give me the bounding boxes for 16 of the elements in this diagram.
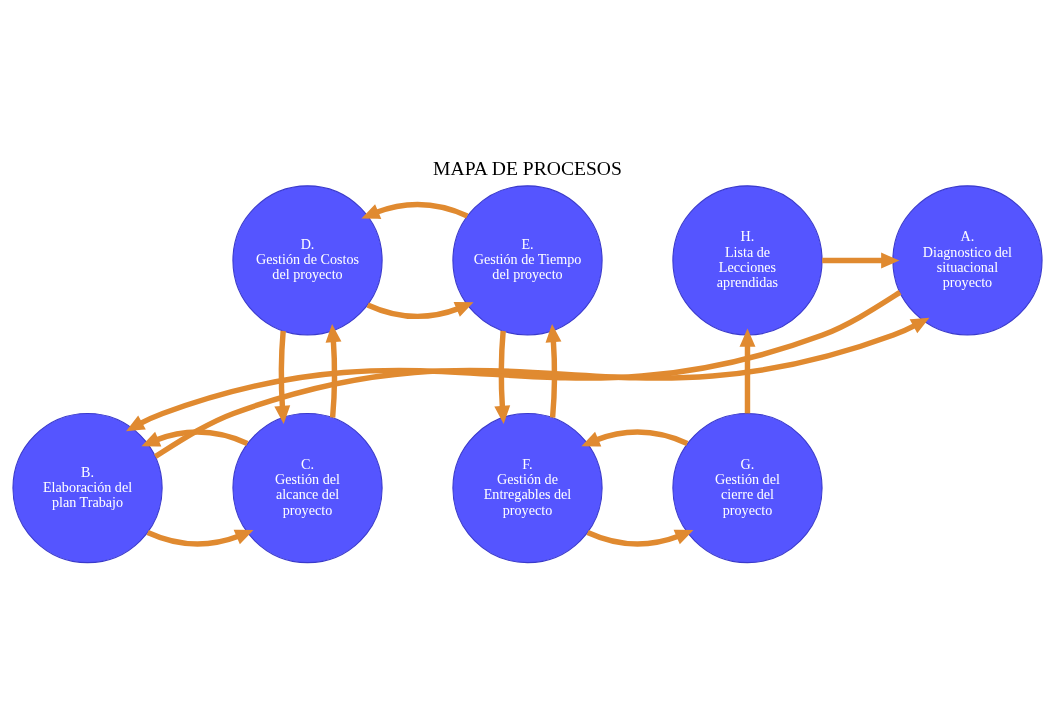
- arrow: [545, 323, 562, 418]
- arrow: [581, 429, 689, 447]
- node-circle: H. Lista de Lecciones aprendidas: [672, 185, 823, 336]
- arrow: [361, 201, 469, 219]
- arrow: [494, 330, 511, 425]
- arrow: [822, 252, 900, 269]
- diagram-title: MAPA DE PROCESOS: [433, 158, 622, 180]
- arrow: [126, 290, 902, 432]
- arrow: [146, 529, 254, 547]
- arrow: [153, 317, 930, 459]
- arrow: [586, 529, 694, 547]
- arrow: [739, 328, 756, 414]
- arrow: [366, 302, 474, 320]
- arrow: [141, 429, 249, 447]
- arrow: [274, 330, 291, 425]
- arrow: [325, 323, 342, 418]
